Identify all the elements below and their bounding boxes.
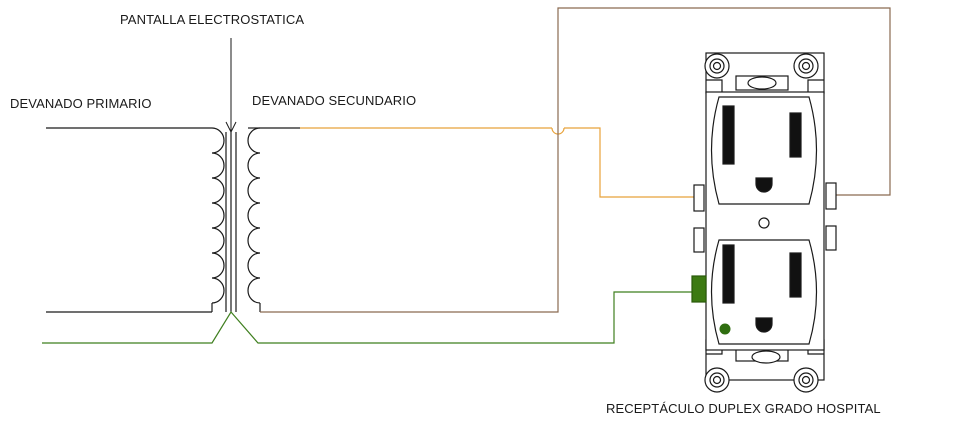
primary-winding-label: DEVANADO PRIMARIO: [10, 96, 152, 111]
neutral-wire: [260, 7, 891, 313]
transformer-core: [225, 132, 237, 312]
lower-ground-hole: [755, 317, 773, 333]
neutral-terminal-lower: [825, 225, 837, 251]
hot-terminal-lower: [693, 227, 705, 253]
upper-slot-right: [789, 112, 802, 158]
lower-slot-left: [722, 244, 735, 304]
duplex-receptacle: [691, 52, 837, 393]
receptacle-label: RECEPTÁCULO DUPLEX GRADO HOSPITAL: [606, 401, 881, 416]
upper-slot-left: [722, 105, 735, 165]
ground-wire: [42, 291, 694, 344]
lower-slot-right: [789, 252, 802, 298]
hot-wire: [300, 127, 694, 198]
neutral-terminal-upper: [825, 182, 837, 210]
hospital-grade-dot: [719, 323, 731, 335]
secondary-winding: [247, 127, 300, 312]
secondary-winding-label: DEVANADO SECUNDARIO: [252, 93, 417, 108]
center-screw: [758, 217, 770, 229]
screen-pointer: [225, 38, 237, 134]
upper-ground-hole: [755, 177, 773, 193]
primary-winding: [46, 127, 225, 313]
screen-label: PANTALLA ELECTROSTATICA: [120, 12, 305, 27]
top-mounting-ear: [704, 52, 825, 94]
hot-terminal-upper: [693, 184, 705, 212]
ground-terminal: [691, 275, 707, 303]
